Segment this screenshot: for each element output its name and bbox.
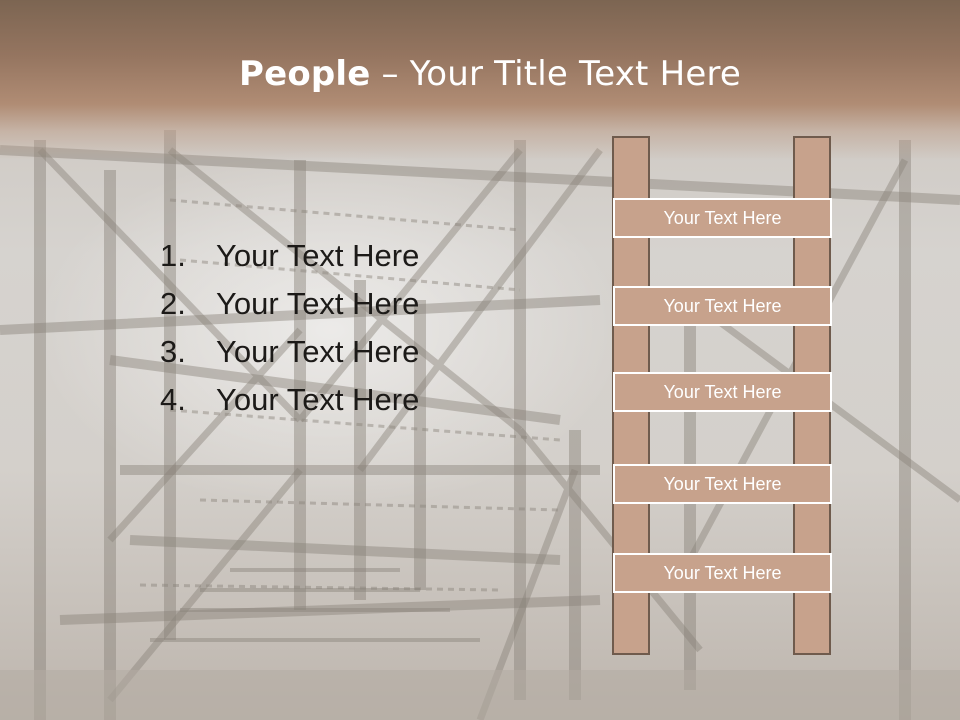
numbered-list: 1. Your Text Here 2. Your Text Here 3. Your… xyxy=(160,232,419,424)
list-item: 4. Your Text Here xyxy=(160,376,419,424)
list-text: Your Text Here xyxy=(216,382,420,417)
list-item: 1. Your Text Here xyxy=(160,232,419,280)
slide-title-rest: – Your Title Text Here xyxy=(370,54,742,94)
slide-title-bold: People xyxy=(238,54,371,94)
title-band xyxy=(0,0,960,160)
ladder-rung-5: Your Text Here xyxy=(613,553,832,593)
list-number: 1. xyxy=(160,238,186,273)
ladder-rung-4: Your Text Here xyxy=(613,464,832,504)
list-text: Your Text Here xyxy=(216,334,420,369)
ladder-rung-2: Your Text Here xyxy=(613,286,832,326)
list-number: 2. xyxy=(160,286,186,321)
list-text: Your Text Here xyxy=(216,238,420,273)
slide-title: People – Your Title Text Here xyxy=(0,52,960,96)
list-number: 3. xyxy=(160,334,186,369)
ladder-rung-1: Your Text Here xyxy=(613,198,832,238)
list-number: 4. xyxy=(160,382,186,417)
list-item: 2. Your Text Here xyxy=(160,280,419,328)
list-item: 3. Your Text Here xyxy=(160,328,419,376)
ladder-rung-3: Your Text Here xyxy=(613,372,832,412)
list-text: Your Text Here xyxy=(216,286,420,321)
